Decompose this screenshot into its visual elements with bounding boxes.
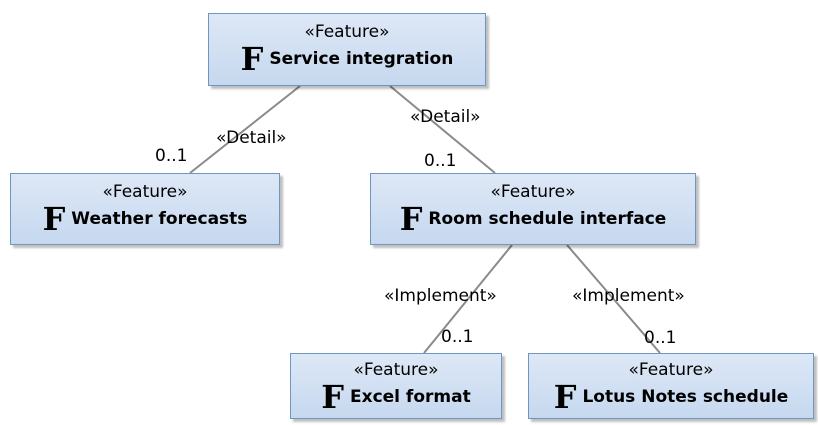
- feature-node-weather-forecasts[interactable]: «Feature» F Weather forecasts: [10, 173, 280, 245]
- feature-icon: F: [553, 378, 577, 416]
- node-stereotype: «Feature»: [490, 182, 576, 202]
- edge-service-room: [389, 85, 496, 174]
- node-name: Weather forecasts: [71, 209, 248, 229]
- feature-node-service-integration[interactable]: «Feature» F Service integration: [208, 13, 486, 86]
- multiplicity-excel: 0..1: [441, 327, 474, 347]
- node-name: Excel format: [350, 387, 471, 407]
- multiplicity-weather: 0..1: [155, 146, 188, 166]
- feature-node-excel-format[interactable]: «Feature» F Excel format: [290, 353, 502, 419]
- multiplicity-room: 0..1: [424, 151, 457, 171]
- feature-icon: F: [321, 378, 344, 416]
- node-name: Lotus Notes schedule: [582, 387, 789, 407]
- feature-icon: F: [240, 40, 264, 78]
- node-name: Service integration: [269, 49, 454, 69]
- multiplicity-lotus: 0..1: [644, 328, 677, 348]
- edge-label-implement-excel: «Implement»: [384, 286, 497, 306]
- feature-icon: F: [399, 200, 423, 238]
- node-stereotype: «Feature»: [628, 360, 714, 380]
- node-stereotype: «Feature»: [102, 182, 188, 202]
- feature-node-room-schedule-interface[interactable]: «Feature» F Room schedule interface: [370, 173, 696, 245]
- node-name: Room schedule interface: [428, 209, 667, 229]
- edge-label-detail-weather: «Detail»: [216, 128, 287, 148]
- feature-icon: F: [42, 200, 66, 238]
- edge-service-weather: [189, 85, 301, 174]
- node-stereotype: «Feature»: [353, 360, 439, 380]
- edge-label-implement-lotus: «Implement»: [572, 286, 685, 306]
- edge-room-lotus: [566, 244, 661, 354]
- node-stereotype: «Feature»: [304, 22, 390, 42]
- edge-room-excel: [423, 244, 513, 354]
- edge-label-detail-room: «Detail»: [410, 107, 481, 127]
- feature-node-lotus-notes-schedule[interactable]: «Feature» F Lotus Notes schedule: [528, 353, 814, 419]
